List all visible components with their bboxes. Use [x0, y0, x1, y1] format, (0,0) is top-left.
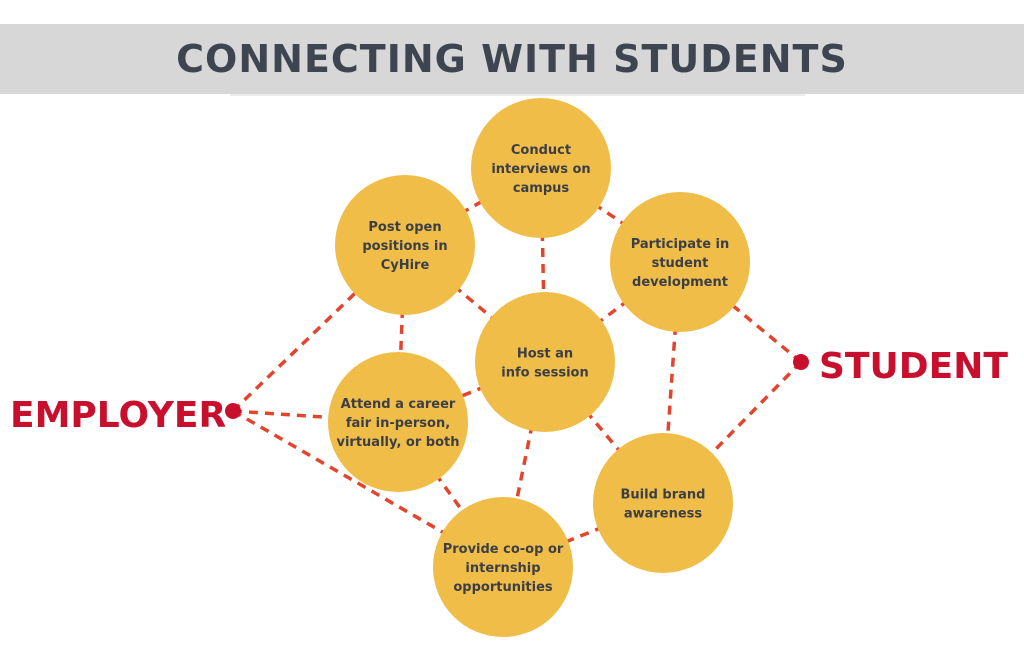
node-label-line: Host an	[517, 347, 573, 362]
node-circle	[610, 192, 750, 332]
node-label-line: opportunities	[453, 580, 553, 595]
connector-brand-coop	[502, 501, 664, 569]
node-label-line: virtually, or both	[337, 435, 460, 450]
endpoint-employer: EMPLOYER	[10, 395, 241, 436]
node-label-line: Participate in	[631, 237, 730, 252]
node-label-line: positions in	[362, 239, 447, 254]
node-label-line: interviews on	[491, 162, 590, 177]
node-label-line: fair in-person,	[346, 416, 450, 431]
node-label-line: Provide co-op or	[443, 542, 564, 557]
endpoints: EMPLOYER STUDENT	[10, 346, 1008, 436]
title-underline	[230, 94, 805, 96]
node-development: Participate in student development	[610, 192, 750, 332]
node-circle	[475, 292, 615, 432]
node-cyhire: Post open positions in CyHire	[335, 175, 475, 315]
node-circle	[471, 98, 611, 238]
node-interviews: Conduct interviews on campus	[471, 98, 611, 238]
connector-employer-fair	[232, 409, 399, 424]
endpoint-label: EMPLOYER	[10, 395, 226, 436]
connector-development-info	[543, 260, 682, 364]
node-label-line: info session	[501, 366, 589, 381]
node-coop: Provide co-op or internship opportunities	[433, 497, 573, 637]
node-label-line: CyHire	[381, 258, 430, 273]
node-label-line: internship	[465, 561, 540, 576]
endpoint-label: STUDENT	[819, 346, 1008, 387]
node-circle	[328, 352, 468, 492]
endpoint-dot	[793, 354, 809, 370]
node-brand: Build brand awareness	[593, 433, 733, 573]
node-label-line: development	[632, 275, 728, 290]
node-label-line: Post open	[368, 220, 441, 235]
node-label-line: campus	[513, 181, 570, 196]
node-circle	[593, 433, 733, 573]
node-info: Host an info session	[475, 292, 615, 432]
node-label-line: Attend a career	[341, 397, 456, 412]
node-label-line: awareness	[624, 507, 703, 522]
node-fair: Attend a career fair in-person, virtually,…	[328, 352, 468, 492]
node-label-line: student	[652, 256, 709, 271]
node-circle	[433, 497, 573, 637]
endpoint-dot	[225, 403, 241, 419]
node-circle	[335, 175, 475, 315]
title-bar: CONNECTING WITH STUDENTS	[0, 24, 1024, 94]
node-label-line: Build brand	[621, 488, 706, 503]
endpoint-student: STUDENT	[793, 346, 1008, 387]
page-title: CONNECTING WITH STUDENTS	[176, 37, 848, 81]
node-label-line: Conduct	[511, 143, 571, 158]
connector-interviews-development	[540, 166, 681, 264]
